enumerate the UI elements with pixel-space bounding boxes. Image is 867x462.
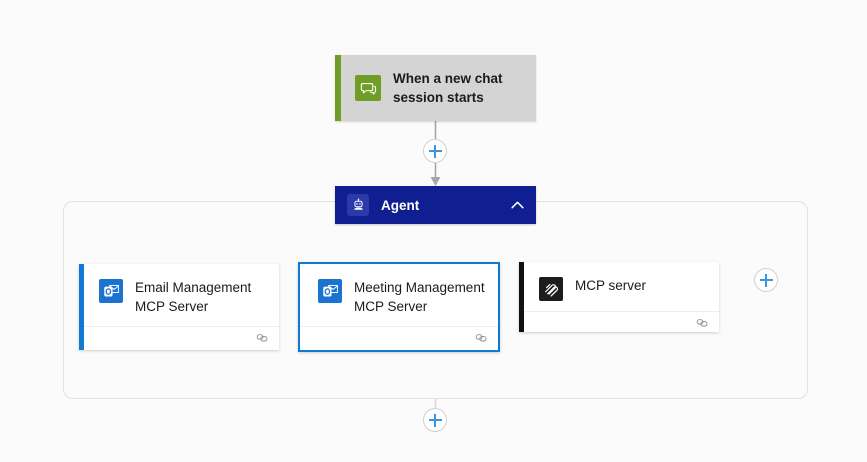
tool-card-footer: [300, 326, 498, 353]
outlook-icon: [99, 279, 123, 303]
tool-card-footer: [519, 311, 719, 338]
mcp-icon: [539, 277, 563, 301]
agent-title: Agent: [381, 197, 420, 213]
trigger-node[interactable]: When a new chat session starts: [335, 55, 536, 121]
agent-node[interactable]: Agent: [335, 186, 536, 224]
trigger-title: When a new chat session starts: [393, 71, 503, 105]
tool-card-main: Meeting Management MCP Server: [300, 264, 498, 326]
agent-robot-icon: [347, 194, 369, 216]
tool-card-title: MCP server: [575, 278, 647, 293]
copilot-chat-icon: [355, 75, 381, 101]
tool-card-email-management[interactable]: Email Management MCP Server: [79, 264, 279, 350]
connection-icon[interactable]: [696, 316, 709, 334]
tool-card-accent-bar: [519, 262, 524, 332]
trigger-body: When a new chat session starts: [341, 69, 536, 107]
tool-card-main: Email Management MCP Server: [79, 264, 279, 326]
outlook-icon: [318, 279, 342, 303]
chevron-up-icon[interactable]: [508, 196, 526, 214]
connector-arrowhead: [430, 177, 441, 186]
trigger-accent-bar: [335, 55, 341, 121]
connection-icon[interactable]: [475, 331, 488, 349]
add-step-button-after-agent[interactable]: [423, 408, 447, 432]
add-step-button-trigger-agent[interactable]: [423, 139, 447, 163]
tool-card-main: MCP server: [519, 262, 719, 311]
connection-icon[interactable]: [256, 331, 269, 349]
tool-card-footer: [79, 326, 279, 353]
tool-card-accent-bar: [79, 264, 84, 350]
tool-card-mcp-server[interactable]: MCP server: [519, 262, 719, 332]
tool-card-meeting-management[interactable]: Meeting Management MCP Server: [298, 262, 500, 352]
add-tool-button[interactable]: [754, 268, 778, 292]
tool-card-title: Email Management MCP Server: [135, 280, 252, 314]
tool-card-title: Meeting Management MCP Server: [354, 280, 485, 314]
